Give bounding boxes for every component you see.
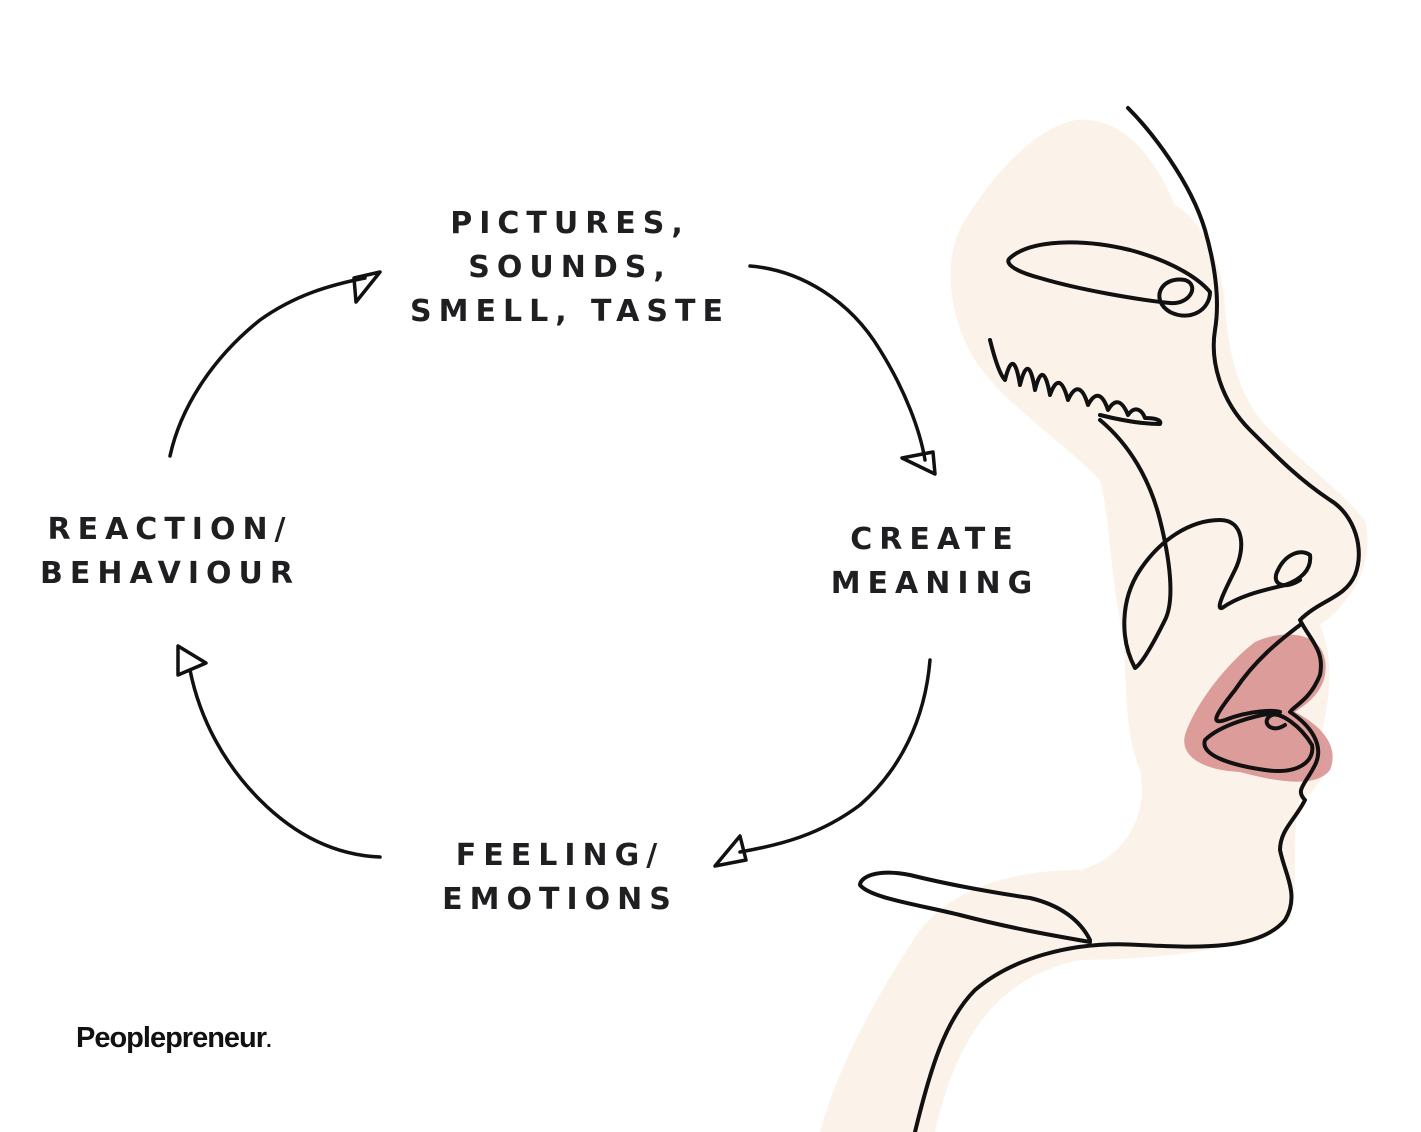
node-line: MEANING [830,566,1040,601]
nose-line [1098,418,1313,670]
eye-line [1006,240,1212,318]
edge-feeling-reaction [188,668,382,859]
edge-meaning-feeling [738,658,932,854]
node-line: REACTION/ [47,512,293,547]
node-create-meaning: CREATE MEANING [810,518,1060,606]
brand-logo: Peoplepreneur. [76,1022,272,1055]
node-line: FEELING/ [455,838,665,873]
arrowhead-feeling [713,834,748,868]
edge-pictures-meaning [748,264,927,462]
arrowhead-reaction [176,644,208,677]
node-line: SMELL, TASTE [410,294,730,329]
mouth-line [1202,623,1315,773]
node-line: EMOTIONS [442,882,678,917]
lashes-line [988,338,1163,426]
node-pictures-sounds-smell-taste: PICTURES, SOUNDS, SMELL, TASTE [380,202,760,334]
brand-name: Peoplepreneur [76,1022,267,1054]
arrowhead-pictures [352,270,382,304]
node-feeling-emotions: FEELING/ EMOTIONS [400,834,720,922]
lips-wash [1184,634,1333,782]
chin-line [858,870,1092,944]
edge-reaction-pictures [168,276,367,458]
skin-wash [820,119,1368,1132]
node-line: PICTURES, [450,206,690,241]
node-line: SOUNDS, [468,250,672,285]
brand-suffix: . [266,1030,271,1052]
node-reaction-behaviour: REACTION/ BEHAVIOUR [10,508,330,596]
arrowhead-meaning [900,450,937,476]
face-profile-line [913,106,1361,1132]
node-line: BEHAVIOUR [40,556,300,591]
node-line: CREATE [850,522,1020,557]
